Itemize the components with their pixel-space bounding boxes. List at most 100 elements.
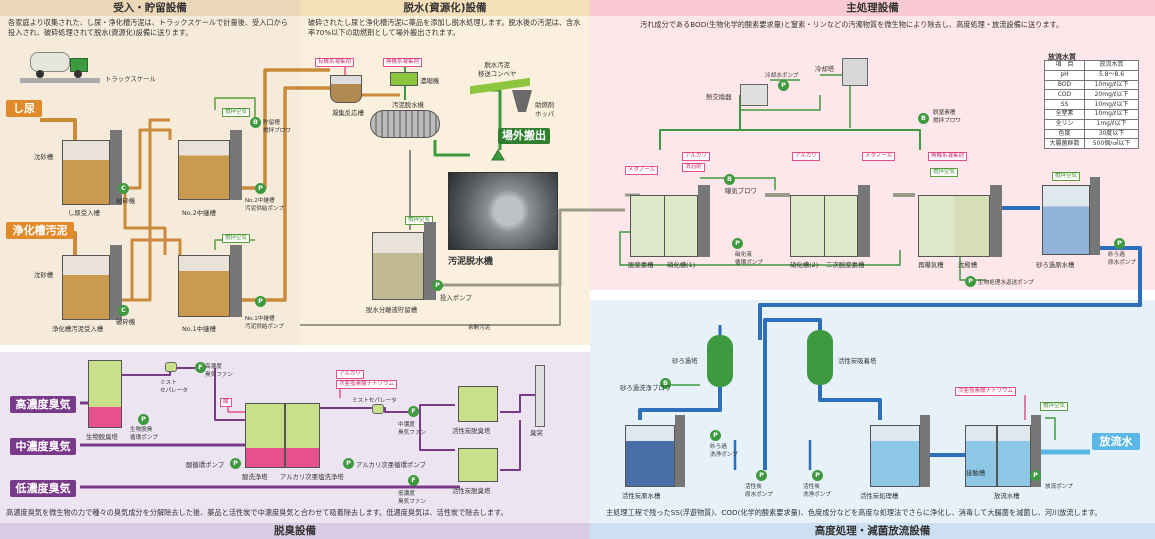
hypo-tag: 次亜塩素酸ナトリウム (336, 380, 398, 389)
denit-blower-icon: B (918, 113, 929, 124)
nitr-pump-label: 硝化液 循環ポンプ (735, 252, 763, 266)
table-cell: pH (1044, 69, 1085, 81)
inorganic-coagulant-tag: 無機系凝集剤 (383, 58, 423, 67)
table-cell: 20mg/ℓ以下 (1084, 89, 1139, 101)
mid-fan-icon: F (408, 406, 419, 417)
johkaso-tank-label: 浄化槽汚泥受入槽 (52, 325, 104, 333)
ac-deodor-tower-2 (458, 448, 498, 482)
sand-raw-label: 砂ろ過原水槽 (1036, 261, 1075, 269)
johkaso-receive-tank (62, 255, 110, 320)
table-cell: 10mg/ℓ以下 (1084, 99, 1139, 110)
outlet-tank-label: 放流水槽 (994, 492, 1020, 500)
cooling-tower (842, 58, 868, 86)
ac-raw-tank (625, 425, 675, 487)
table-header-cell: 項 目 (1044, 60, 1085, 71)
hopper-label: 助燃剤 ホッパ (535, 101, 555, 118)
mist-separator-2 (372, 404, 384, 414)
nitr2-divider (824, 195, 825, 257)
reaer-tank (918, 195, 990, 257)
contact-label: 接触槽 (966, 469, 986, 477)
crusher-label-1: 破砕機 (116, 197, 136, 205)
table-cell: BOD (1044, 79, 1085, 91)
crusher-icon-1: C (118, 183, 129, 194)
wash-pump-icon: P (710, 430, 721, 441)
table-cell: 1mg/ℓ以下 (1084, 118, 1139, 130)
filtrate-tank-label: 脱水分離液貯留槽 (366, 306, 418, 314)
receive-title: 受入・貯留設備 (113, 2, 187, 14)
denit-label: 脱窒素槽 (628, 261, 654, 269)
deodor-desc: 高濃度臭気を微生物の力で種々の臭気成分を分解除去した後、薬品と活性炭で中濃度臭気… (6, 508, 508, 517)
pump-label-no1: No.1中継槽 汚泥供給ポンプ (245, 316, 284, 330)
sand-trap-label-1: 沈砂槽 (34, 153, 54, 161)
alk-tower-label: アルカリ次亜塩洗浄塔 (280, 473, 344, 481)
conveyor-label: 脱水汚泥 移送コンベヤ (478, 61, 517, 78)
nitr2-label: 硝化槽(2) (790, 261, 819, 269)
no1-relay-tank (178, 255, 230, 317)
low-odor-label: 低濃度臭気 (10, 480, 76, 497)
mist1-label: ミスト セパレータ (160, 380, 188, 394)
high-fan-icon: F (195, 362, 206, 373)
export-label: 場外搬出 (498, 128, 550, 144)
wash-blower-icon: B (660, 378, 671, 389)
reaer-label: 再曝気槽 (918, 261, 944, 269)
table-cell: 10mg/ℓ以下 (1084, 108, 1139, 120)
no1-tank-label: No.1中継槽 (182, 325, 216, 333)
alkali-tag: アルカリ (336, 370, 364, 379)
heat-ex-label: 熱交換器 (706, 93, 732, 101)
filtrate-tank (372, 232, 424, 300)
methanol-tag-1: メタノール (625, 166, 659, 175)
alkali-tag-1: アルカリ (682, 152, 710, 161)
acid-tag: 酸 (220, 398, 232, 407)
sand-filter-label: 砂ろ過塔 (672, 357, 698, 365)
table-cell: 30度以下 (1084, 128, 1139, 140)
pump-label-no2: No.2中継槽 汚泥供給ポンプ (245, 198, 284, 212)
dewaterer-machine (370, 110, 440, 138)
concentrator (390, 72, 418, 86)
shinyo-tank-label: し尿受入槽 (68, 209, 100, 217)
contact-tank (965, 425, 997, 487)
no2-relay-tank (178, 140, 230, 200)
bio-deodor-tower (88, 360, 122, 428)
sand-pump-label: 砂ろ過 原水ポンプ (1108, 252, 1136, 266)
aer-blower-label: 曝気ブロワ (725, 187, 757, 195)
concentrator-label: 濃縮機 (420, 77, 440, 85)
adv-hypo-tag: 次亜塩素酸ナトリウム (955, 387, 1017, 396)
ac-treat-tank (870, 425, 920, 487)
blower-label: 貯留槽 撹拌ブロワ (263, 120, 291, 134)
denit-blower-label: 脱窒素槽 撹拌ブロワ (933, 110, 961, 124)
heat-exchanger (740, 84, 768, 106)
stack-label: 臭突 (530, 429, 543, 437)
alk-pump-label: アルカリ次亜循環ポンプ (356, 461, 426, 469)
table-cell: 500個/㎤以下 (1084, 138, 1139, 150)
receive-header-bar: 受入・貯留設備 (0, 0, 300, 16)
truck-scale-label: トラックスケール (105, 75, 156, 83)
reaer-tank-side (990, 185, 1002, 257)
deodor-footer-bar: 脱臭設備 (0, 523, 590, 539)
ac-raw-pump-label: 活性炭 原水ポンプ (745, 484, 773, 498)
ac-treat-tank-side (920, 415, 930, 487)
feed-pump-icon: P (432, 280, 443, 291)
sand-raw-tank-side (1090, 177, 1100, 255)
crusher-icon-2: C (118, 305, 129, 316)
advanced-title: 高度処理・減菌放流設備 (814, 525, 931, 537)
water-quality-title: 放流水質 (1048, 53, 1076, 61)
table-cell: 5.8～8.6 (1084, 69, 1139, 81)
deodor-title: 脱臭設備 (274, 525, 316, 537)
table-cell: SS (1044, 99, 1085, 110)
table-header-cell: 放流水質 (1084, 60, 1139, 71)
main-title: 主処理設備 (846, 2, 899, 14)
no1-tank-side (230, 245, 242, 317)
low-fan-icon: F (408, 475, 419, 486)
table-header-row: 項 目放流水質 (1044, 60, 1139, 71)
cooling-pump-label: 冷却水ポンプ (765, 73, 799, 79)
pump-icon-no1: P (255, 296, 266, 307)
sand-raw-tank (1042, 185, 1090, 255)
acid-wash-tower (245, 403, 285, 468)
ac-tower-label: 活性炭吸着塔 (838, 357, 877, 365)
advanced-desc: 主処理工程で残ったSS(浮遊物質)、COD(化学的酸素要求量)、色度成分などを高… (606, 508, 1102, 517)
bio-tower-label: 生物脱臭塔 (86, 433, 118, 441)
advanced-footer-bar: 高度処理・減菌放流設備 (590, 523, 1155, 539)
low-fan-label: 低濃度 臭気ファン (398, 491, 426, 505)
